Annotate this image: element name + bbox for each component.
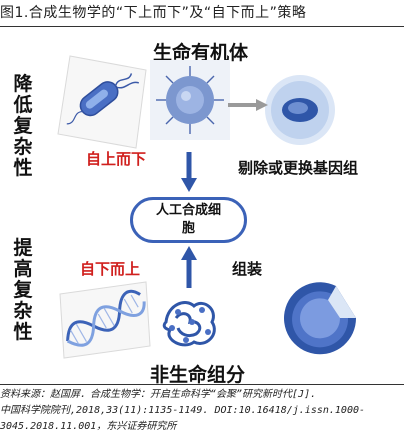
reduce-char-2: 低	[13, 94, 33, 116]
center-box-line2: 胞	[181, 221, 195, 236]
reduce-char-3: 复	[13, 115, 33, 137]
assemble-label: 组装	[232, 260, 263, 278]
figure-title: 图1.合成生物学的“下上而下”及“自下而上”策略	[0, 0, 404, 27]
delete-replace-genome-label: 剔除或更换基因组	[238, 159, 359, 177]
bacterium-image	[57, 55, 147, 149]
source-note: 资料来源：赵国屏．合成生物学：开启生命科学“会聚”研究新时代[J]. 中国科学院…	[0, 384, 404, 435]
increase-char-1: 提	[13, 237, 33, 259]
liposome-image	[284, 282, 357, 355]
bottom-label: 非生命组分	[150, 364, 246, 386]
center-box-line1: 人工合成细	[155, 203, 221, 218]
ring-cell-image	[265, 75, 335, 145]
protein-image	[162, 301, 216, 347]
arrow-up-icon	[181, 246, 197, 288]
arrow-right-icon	[228, 99, 268, 111]
reduce-char-1: 降	[13, 73, 33, 95]
source-line-2: 中国科学院院刊,2018,33(11):1135-1149. DOI:10.16…	[0, 405, 366, 416]
bottom-up-label: 自下而上	[80, 260, 141, 278]
increase-char-3: 复	[13, 279, 33, 301]
top-label: 生命有机体	[153, 42, 249, 64]
dna-image	[59, 281, 151, 359]
increase-char-5: 性	[13, 321, 33, 343]
cell-image	[150, 60, 230, 140]
arrow-down-icon	[181, 152, 197, 192]
reduce-char-5: 性	[13, 157, 33, 179]
source-line-3: 3045.2018.11.001，东兴证券研究所	[0, 421, 177, 432]
reduce-complexity-label: 降 低 复 杂 性	[12, 74, 34, 179]
source-line-1: 资料来源：赵国屏．合成生物学：开启生命科学“会聚”研究新时代[J].	[0, 389, 317, 400]
increase-char-4: 杂	[13, 300, 33, 322]
increase-complexity-label: 提 高 复 杂 性	[12, 238, 34, 343]
increase-char-2: 高	[13, 258, 33, 280]
top-down-label: 自上而下	[86, 150, 147, 168]
artificial-cell-box: 人工合成细 胞	[130, 197, 247, 243]
reduce-char-4: 杂	[13, 136, 33, 158]
